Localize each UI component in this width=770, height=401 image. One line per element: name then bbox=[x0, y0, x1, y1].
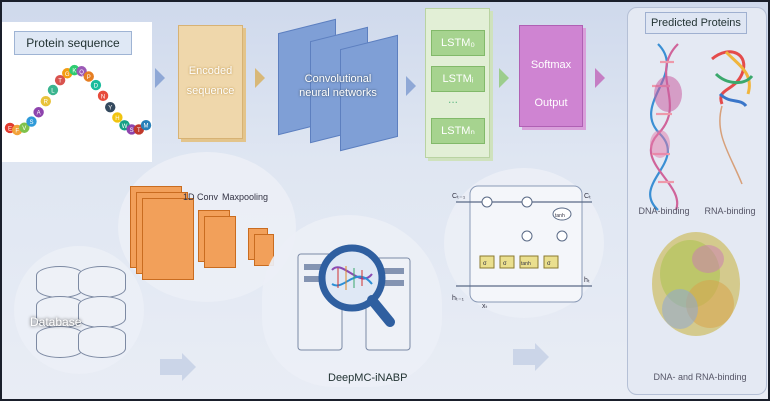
database-cylinder-5 bbox=[36, 326, 84, 358]
svg-text:S: S bbox=[29, 120, 33, 126]
predicted-proteins-title: Predicted Proteins bbox=[645, 12, 747, 34]
dna-rna-complex-icon bbox=[652, 232, 740, 336]
database-cylinder-4 bbox=[78, 296, 126, 328]
arrow-to-predicted bbox=[595, 68, 605, 88]
softmax-output-box: Softmax Output bbox=[519, 25, 583, 127]
svg-text:W: W bbox=[122, 124, 128, 130]
ghost-arrow-1 bbox=[182, 353, 196, 381]
svg-text:N: N bbox=[101, 94, 105, 100]
lstm-tanh-label: tanh bbox=[555, 213, 565, 219]
dna-rna-binding-label: DNA- and RNA-binding bbox=[653, 372, 747, 382]
rna-binding-label: RNA-binding bbox=[704, 206, 756, 216]
arrow-to-lstm bbox=[406, 76, 416, 96]
ghost-arrow-2 bbox=[535, 343, 549, 371]
lstm-gate-candidate: tanh bbox=[521, 261, 531, 267]
svg-text:G: G bbox=[65, 72, 70, 78]
ghost-arrow-2-shaft bbox=[513, 349, 535, 365]
svg-text:Y: Y bbox=[108, 106, 112, 112]
svg-text:P: P bbox=[87, 75, 91, 81]
residue-bead: A bbox=[33, 107, 44, 118]
lstm-c-out-label: Cₜ bbox=[584, 193, 591, 200]
residue-bead: L bbox=[47, 84, 59, 96]
lstm-gate-output: σ bbox=[547, 261, 551, 267]
svg-text:R: R bbox=[44, 100, 49, 106]
residue-bead: V bbox=[19, 122, 30, 133]
pooled-map-4 bbox=[254, 234, 274, 266]
magnifier-icon bbox=[318, 244, 395, 327]
svg-text:F: F bbox=[15, 128, 19, 134]
database-cylinder-1 bbox=[36, 266, 84, 298]
pooled-map-2 bbox=[204, 216, 236, 268]
lstm-cell-0: LSTM₀ bbox=[431, 30, 485, 56]
residue-bead: P bbox=[83, 71, 94, 82]
softmax-label-line2: Output bbox=[534, 97, 568, 109]
svg-text:E: E bbox=[8, 126, 12, 132]
protein-sequence-title: Protein sequence bbox=[14, 31, 132, 55]
server-magnifier-illustration bbox=[297, 244, 411, 351]
arrow-to-cnn bbox=[255, 68, 265, 88]
protein-structures-illustration bbox=[649, 43, 754, 336]
arrow-to-softmax bbox=[499, 68, 509, 88]
lstm-ellipsis: ... bbox=[448, 92, 459, 106]
residue-bead: D bbox=[90, 79, 102, 91]
encoded-sequence-box: Encoded sequence bbox=[178, 25, 243, 139]
svg-text:M: M bbox=[144, 124, 149, 130]
database-label: Database bbox=[30, 315, 82, 329]
lstm-cell-i: LSTMᵢ bbox=[431, 66, 485, 92]
svg-text:K: K bbox=[72, 69, 76, 75]
lstm-gate-input: σ bbox=[503, 261, 507, 267]
database-cylinder-2 bbox=[78, 266, 126, 298]
residue-bead: T bbox=[54, 75, 66, 86]
lstm-gate-forget: σ bbox=[483, 261, 487, 267]
residue-bead: R bbox=[40, 96, 51, 107]
dna-helix-icon bbox=[649, 43, 682, 211]
dna-binding-label: DNA-binding bbox=[638, 206, 690, 216]
encoded-label-line1: Encoded bbox=[188, 65, 233, 77]
svg-text:T: T bbox=[58, 79, 62, 85]
svg-text:A: A bbox=[37, 111, 41, 117]
residue-bead: H bbox=[112, 112, 123, 123]
rna-binding-ribbon-icon bbox=[711, 50, 754, 185]
feature-map-3 bbox=[142, 198, 194, 280]
residue-bead: N bbox=[97, 90, 109, 102]
lstm-gate-diagram: Cₜ₋₁ hₜ₋₁ Cₜ hₜ xₜ tanh σ σ tanh σ bbox=[452, 185, 592, 308]
residue-bead: S bbox=[26, 116, 37, 127]
svg-text:H: H bbox=[115, 116, 119, 122]
cnn-label-line1: Convolutional bbox=[304, 73, 372, 85]
database-cylinder-6 bbox=[78, 326, 126, 358]
residue-bead: Q bbox=[76, 66, 87, 77]
ghost-arrow-1-shaft bbox=[160, 359, 182, 375]
residue-bead: Y bbox=[105, 101, 116, 113]
maxpooling-label: Maxpooling bbox=[222, 192, 269, 202]
svg-text:S: S bbox=[130, 128, 134, 134]
encoded-label-line2: sequence bbox=[186, 85, 235, 97]
cnn-label: Convolutional neural networks bbox=[278, 72, 398, 100]
lstm-cell-n: LSTMₙ bbox=[431, 118, 485, 144]
svg-text:L: L bbox=[51, 88, 55, 94]
lstm-h-prev-label: hₜ₋₁ bbox=[452, 295, 465, 302]
residue-bead: S bbox=[126, 124, 137, 135]
conv-label: 1D Conv bbox=[183, 192, 219, 202]
softmax-label-line1: Softmax bbox=[530, 59, 572, 71]
svg-text:V: V bbox=[22, 126, 26, 132]
cnn-label-line2: neural networks bbox=[299, 87, 377, 99]
lstm-c-prev-label: Cₜ₋₁ bbox=[452, 193, 466, 200]
arrow-to-encoded bbox=[155, 68, 165, 88]
lstm-x-in-label: xₜ bbox=[482, 303, 488, 308]
svg-text:D: D bbox=[94, 84, 99, 90]
tool-name-label: DeepMC-iNABP bbox=[328, 372, 408, 384]
lstm-h-out-label: hₜ bbox=[584, 277, 590, 284]
svg-text:T: T bbox=[137, 128, 141, 134]
svg-text:Q: Q bbox=[79, 70, 84, 76]
residue-bead: M bbox=[140, 120, 152, 131]
